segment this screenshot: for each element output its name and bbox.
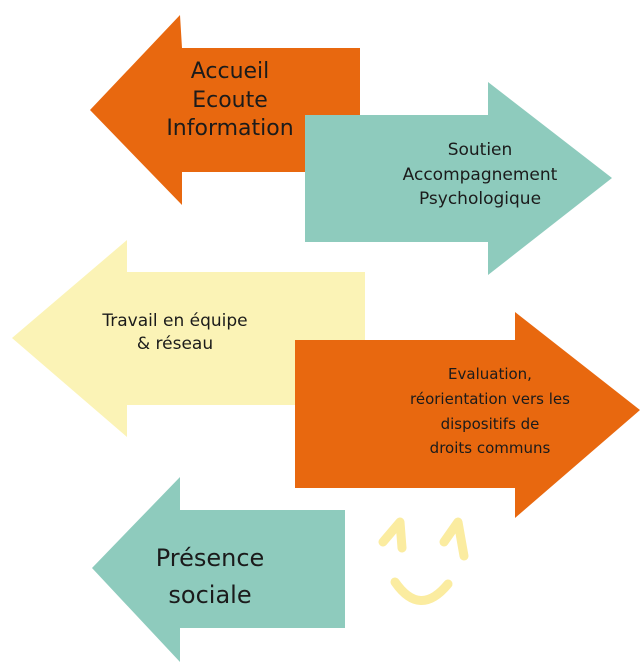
label-line: réorientation vers les: [410, 389, 570, 408]
arrow-accueil: [90, 15, 360, 205]
label-soutien: Soutien Accompagnement Psychologique: [380, 138, 580, 212]
label-line: droits communs: [429, 439, 551, 458]
arrow-soutien: [305, 82, 612, 275]
label-line: Ecoute: [192, 87, 268, 113]
arrow-travail: [12, 240, 365, 437]
arrow-evaluation: [295, 312, 640, 518]
label-line: Présence: [155, 544, 265, 572]
label-line: Evaluation,: [448, 365, 532, 383]
label-line: Accompagnement: [402, 164, 558, 185]
label-line: & réseau: [136, 333, 214, 354]
label-presence: Présence sociale: [130, 540, 290, 614]
label-line: Accueil: [190, 59, 270, 84]
label-accueil: Accueil Ecoute Information: [130, 58, 330, 144]
smiley-left-eye: [378, 517, 407, 553]
label-line: Travail en équipe: [102, 311, 248, 331]
smiley-face-icon: [378, 517, 469, 605]
smiley-right-eye: [439, 517, 469, 561]
label-line: Psychologique: [418, 189, 542, 210]
label-evaluation: Evaluation, réorientation vers les dispo…: [370, 362, 610, 461]
label-line: Information: [166, 116, 294, 142]
smiley-mouth: [390, 577, 453, 605]
label-line: Soutien: [447, 140, 513, 160]
label-line: sociale: [168, 581, 252, 610]
arrow-presence: [92, 477, 345, 662]
label-travail: Travail en équipe & réseau: [60, 310, 290, 356]
label-line: dispositifs de: [440, 414, 540, 433]
